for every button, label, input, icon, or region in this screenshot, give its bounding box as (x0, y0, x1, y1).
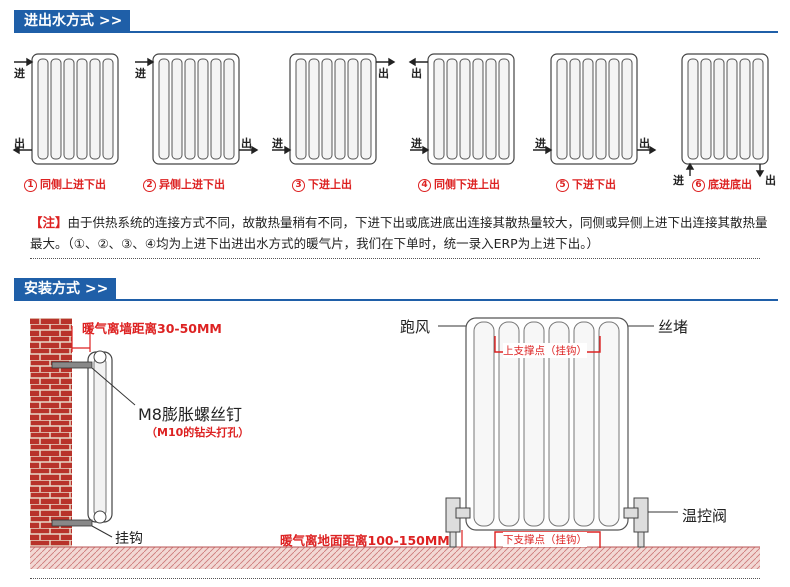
note-text: 【注】由于供热系统的连接方式不同，故散热量稍有不同，下进下出或底进底出连接其散热… (30, 215, 768, 251)
valve-label: 温控阀 (682, 507, 728, 525)
label-in-3: 进 (272, 137, 283, 150)
label-out-3: 出 (378, 67, 389, 80)
label-in-2: 进 (135, 67, 146, 80)
floor (30, 547, 760, 569)
label-out-5: 出 (639, 137, 650, 150)
front-radiator (465, 317, 629, 531)
wall-distance-label: 暖气离墙距离30-50MM (82, 321, 222, 336)
divider-dotted (30, 578, 760, 579)
label-out-4: 出 (411, 67, 422, 80)
label-in-4: 进 (411, 137, 422, 150)
section-header-install: 安装方式 >> (14, 278, 117, 300)
divider-dotted (30, 258, 760, 259)
hook-label: 挂钩 (115, 531, 143, 547)
label-out-6: 出 (765, 174, 776, 187)
brick-wall (30, 318, 72, 550)
upper-support-label: 上支撑点（挂钩） (503, 343, 587, 358)
section-header-flow: 进出水方式 >> (14, 10, 131, 32)
vent-label: 跑风 (400, 318, 431, 336)
header-underline (14, 299, 778, 301)
label-in-5: 进 (535, 137, 546, 150)
header-underline (14, 31, 778, 33)
label-in-1: 进 (14, 67, 25, 80)
label-in-6: 进 (673, 174, 684, 187)
plug-label: 丝堵 (658, 318, 689, 336)
label-out-2: 出 (241, 137, 252, 150)
label-out-1: 出 (14, 137, 25, 150)
bolt-note: （M10的钻头打孔） (146, 426, 250, 439)
bolt-label: M8膨胀螺丝钉 (138, 405, 242, 424)
floor-distance-label: 暖气离地面距离100-150MM (280, 533, 450, 548)
lower-support-label: 下支撑点（挂钩） (503, 532, 587, 547)
